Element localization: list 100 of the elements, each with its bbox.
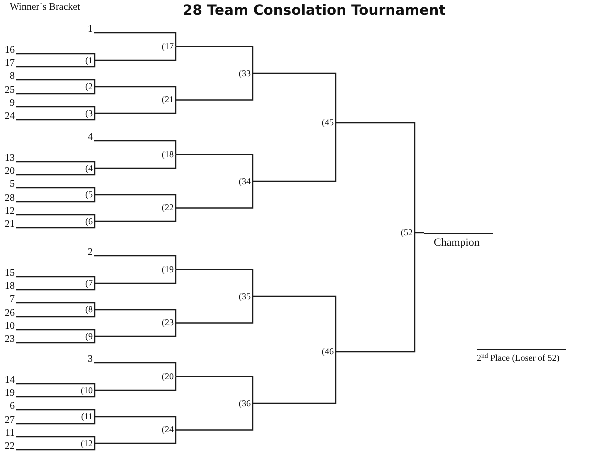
bracket-line — [95, 194, 177, 208]
bracket-line — [16, 417, 96, 425]
champion-fill-in-line: Champion — [424, 232, 493, 250]
bracket-line — [16, 383, 96, 390]
bracket-line — [176, 46, 254, 74]
game-number: (46 — [322, 348, 336, 356]
bracket-line — [94, 140, 177, 155]
seed-number: 10 — [5, 322, 16, 332]
seed-number: 17 — [5, 59, 16, 69]
bracket-line — [94, 362, 177, 377]
bracket-line — [253, 296, 337, 352]
bracket-line — [16, 214, 96, 222]
bracket-line — [16, 161, 96, 168]
seed-number: 11 — [5, 429, 16, 439]
bracket-line — [16, 60, 96, 68]
seed-number: 16 — [5, 46, 16, 56]
bracket-line — [336, 233, 416, 353]
game-number: (34 — [239, 177, 253, 186]
bracket-line — [336, 122, 416, 233]
game-number: (21 — [162, 96, 176, 105]
seed-number: 2 — [88, 248, 94, 258]
bracket-line — [16, 114, 96, 121]
bracket-line — [95, 208, 177, 222]
bracket-line — [176, 404, 254, 431]
bracket-line — [16, 53, 96, 60]
bracket-caption: Winner`s Bracket — [10, 3, 80, 13]
bracket-line — [176, 74, 254, 101]
bracket-line — [95, 270, 177, 284]
game-number: (10 — [81, 386, 95, 395]
seed-number: 1 — [88, 25, 94, 35]
seed-number: 27 — [5, 416, 16, 426]
bracket-line — [176, 269, 254, 296]
bracket-line — [95, 376, 177, 392]
seed-number: 26 — [5, 309, 16, 319]
game-number: (6 — [86, 217, 95, 226]
game-number: (5 — [86, 190, 95, 200]
game-number: (19 — [162, 265, 176, 274]
bracket-line — [176, 376, 254, 404]
bracket-line — [95, 86, 177, 100]
bracket-line — [95, 46, 177, 62]
game-number: (11 — [81, 412, 95, 422]
title: 28 Team Consolation Tournament — [183, 4, 446, 18]
game-number: (20 — [162, 372, 176, 382]
game-number: (24 — [162, 426, 176, 435]
seed-number: 12 — [5, 207, 16, 217]
game-number: (45 — [322, 118, 336, 128]
bracket-line — [16, 336, 96, 344]
game-number: (17 — [162, 42, 176, 52]
bracket-line — [253, 352, 337, 404]
seed-number: 19 — [5, 389, 16, 399]
game-number: (35 — [239, 292, 253, 301]
bracket-line — [16, 444, 96, 451]
seed-number: 25 — [5, 86, 16, 96]
bracket-line — [253, 72, 337, 123]
bracket-line — [16, 390, 96, 398]
game-number: (18 — [162, 150, 176, 160]
seed-number: 9 — [10, 99, 16, 109]
second-place-label: 2$^{nd}$ Place (Loser of 52) — [477, 354, 560, 363]
seed-number: 8 — [10, 72, 16, 82]
game-number: (4 — [86, 164, 95, 173]
seed-number: 21 — [5, 220, 16, 230]
seed-number: 18 — [5, 282, 16, 292]
bracket-line — [94, 255, 177, 270]
game-number: (52 — [401, 228, 415, 238]
bracket-line — [94, 32, 177, 47]
game-number: (1 — [86, 56, 95, 65]
bracket-line — [415, 232, 425, 234]
game-number: (3 — [86, 109, 95, 118]
bracket-line — [95, 154, 177, 170]
game-number: (33 — [239, 69, 253, 78]
bracket-line — [16, 222, 96, 229]
bracket-line — [95, 430, 177, 444]
seed-number: 3 — [88, 355, 94, 365]
bracket-line — [16, 168, 96, 176]
game-number: (9 — [86, 332, 95, 341]
seed-number: 14 — [5, 376, 16, 386]
bracket-line — [16, 276, 96, 284]
seed-number: 15 — [5, 269, 16, 279]
bracket-line — [16, 409, 96, 417]
bracket-line — [16, 106, 96, 114]
seed-number: 24 — [5, 112, 16, 122]
seed-number: 20 — [5, 167, 16, 177]
bracket-line — [176, 154, 254, 182]
game-number: (12 — [81, 439, 95, 448]
bracket-line — [95, 309, 177, 324]
bracket-line — [95, 416, 177, 430]
bracket-line — [16, 436, 96, 444]
seed-number: 7 — [10, 295, 16, 305]
bracket-line — [16, 79, 96, 87]
game-number: (2 — [86, 82, 95, 92]
game-number: (7 — [86, 279, 95, 288]
bracket-line — [16, 329, 96, 336]
seed-number: 4 — [88, 133, 94, 143]
game-number: (23 — [162, 318, 176, 328]
bracket-line — [16, 187, 96, 195]
bracket-line — [95, 323, 177, 338]
seed-number: 5 — [10, 180, 16, 190]
seed-number: 28 — [5, 194, 16, 204]
bracket-line — [16, 284, 96, 291]
seed-number: 22 — [5, 442, 16, 452]
